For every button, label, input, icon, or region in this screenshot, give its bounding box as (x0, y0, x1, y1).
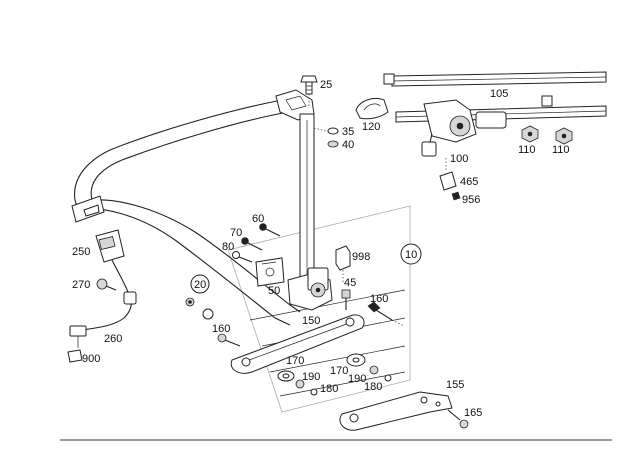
bolt-25 (300, 75, 318, 108)
label-40: 40 (342, 139, 354, 151)
label-270: 270 (72, 279, 90, 291)
label-170-a: 170 (286, 355, 304, 367)
label-150: 150 (302, 315, 320, 327)
label-100: 100 (450, 153, 468, 165)
label-465: 465 (460, 176, 478, 188)
label-45: 45 (344, 277, 356, 289)
label-35: 35 (342, 126, 354, 138)
bracket-50 (255, 257, 285, 287)
part-labels: 25 35 40 105 120 100 110 110 465 956 60 … (72, 79, 570, 419)
label-165: 165 (464, 407, 482, 419)
label-120: 120 (362, 121, 380, 133)
part-956 (451, 191, 461, 201)
label-155: 155 (446, 379, 464, 391)
label-900: 900 (82, 353, 100, 365)
bolt-160-right (367, 301, 405, 327)
bolt-165 (447, 409, 469, 429)
label-998: 998 (352, 251, 370, 263)
cable-260 (69, 291, 137, 348)
label-105: 105 (490, 88, 508, 100)
washers-right (346, 353, 392, 382)
anchor-rail-150 (230, 314, 365, 374)
label-190-b: 190 (348, 373, 366, 385)
label-190-a: 190 (302, 371, 320, 383)
label-160-left: 160 (212, 323, 230, 335)
part-998 (335, 245, 351, 282)
label-180-a: 180 (320, 383, 338, 395)
label-70: 70 (230, 227, 242, 239)
buckle-250 (95, 229, 129, 293)
part-900 (67, 349, 83, 363)
label-25: 25 (320, 79, 332, 91)
label-260: 260 (104, 333, 122, 345)
washers-35-40 (313, 127, 339, 148)
seat-rail-105 (383, 71, 607, 87)
label-110-a: 110 (518, 144, 536, 156)
screws-60-70-80 (232, 223, 281, 263)
bolt-160-left (217, 333, 241, 347)
label-80: 80 (222, 241, 234, 253)
retractor-unit (287, 267, 333, 311)
label-180-b: 180 (364, 381, 382, 393)
cover-120 (355, 97, 389, 120)
label-160-right: 160 (370, 293, 388, 305)
seat-belt-webbing (71, 99, 301, 326)
label-10: 10 (405, 249, 417, 261)
nuts-110 (521, 125, 573, 145)
upper-guide-bracket (275, 89, 315, 285)
callout-10 (400, 243, 422, 265)
label-110-b: 110 (552, 144, 570, 156)
bracket-155 (339, 391, 453, 431)
label-250: 250 (72, 246, 90, 258)
washers-left (277, 370, 318, 396)
label-956: 956 (462, 194, 480, 206)
label-170-b: 170 (330, 365, 348, 377)
part-465 (439, 158, 457, 191)
motor-100 (421, 99, 507, 157)
label-60: 60 (252, 213, 264, 225)
label-20: 20 (194, 279, 206, 291)
grommet-20 (185, 274, 214, 320)
label-50: 50 (268, 285, 280, 297)
bolt-45 (341, 289, 351, 310)
bolt-270 (96, 278, 117, 291)
